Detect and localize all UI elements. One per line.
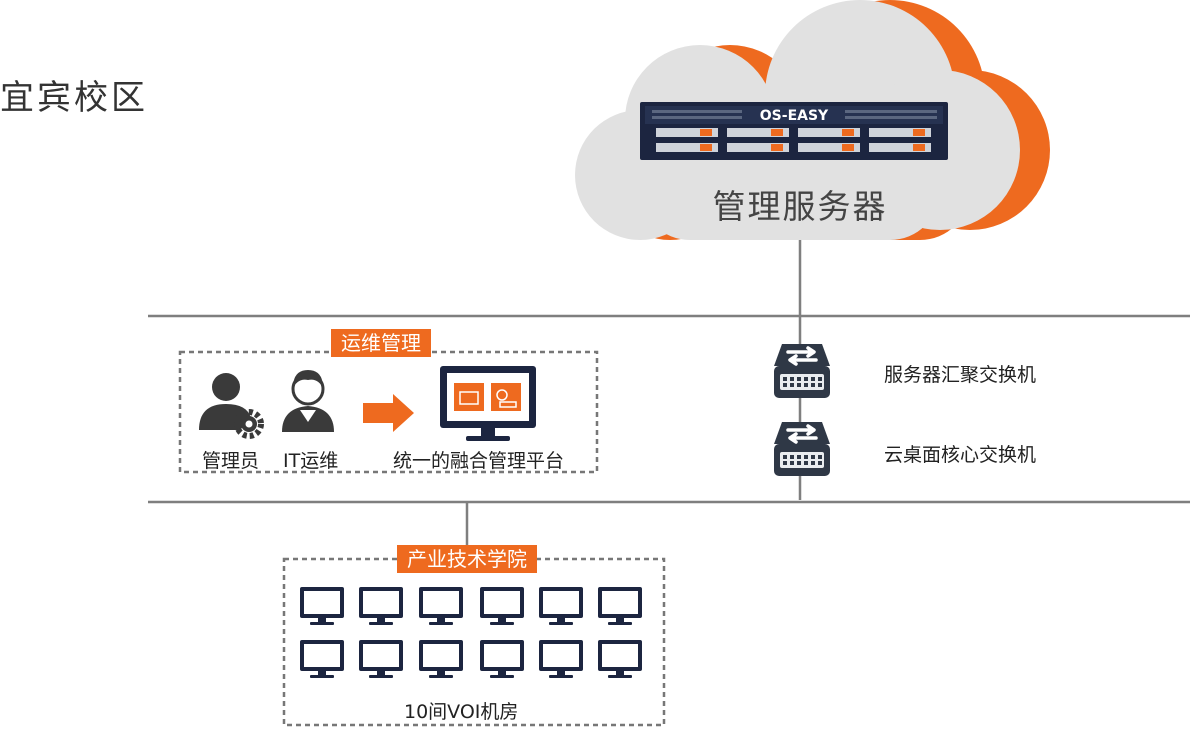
aggregation-switch-label: 服务器汇聚交换机 [884, 364, 1037, 386]
core-switch-icon [772, 420, 832, 478]
monitor-grid [300, 587, 642, 678]
lab-monitor-icon [480, 587, 524, 625]
academy-badge: 产业技术学院 [397, 545, 537, 573]
core-switch-label: 云桌面核心交换机 [884, 444, 1037, 466]
it-staff-label: IT运维 [283, 450, 339, 472]
it-staff-icon [282, 370, 334, 432]
lab-monitor-icon [419, 640, 463, 678]
server-brand: OS-EASY [760, 108, 829, 124]
lab-monitor-icon [359, 587, 403, 625]
ops-badge: 运维管理 [331, 329, 431, 357]
platform-monitor-icon [440, 366, 536, 441]
admin-label: 管理员 [202, 450, 260, 472]
lab-monitor-icon [300, 587, 344, 625]
lab-monitor-icon [539, 640, 583, 678]
lab-monitor-icon [480, 640, 524, 678]
room-label: 10间VOI机房 [404, 701, 519, 723]
rack-server-icon: OS-EASY [640, 102, 948, 160]
campus-title: 宜宾校区 [0, 78, 148, 118]
orange-arrow-icon [363, 394, 414, 432]
lab-monitor-icon [359, 640, 403, 678]
management-server-label: 管理服务器 [712, 187, 888, 226]
aggregation-switch-icon [772, 342, 832, 400]
admin-icon [199, 373, 264, 439]
lab-monitor-icon [419, 587, 463, 625]
lab-monitor-icon [598, 587, 642, 625]
platform-label: 统一的融合管理平台 [393, 450, 565, 472]
lab-monitor-icon [300, 640, 344, 678]
lab-monitor-icon [539, 587, 583, 625]
lab-monitor-icon [598, 640, 642, 678]
